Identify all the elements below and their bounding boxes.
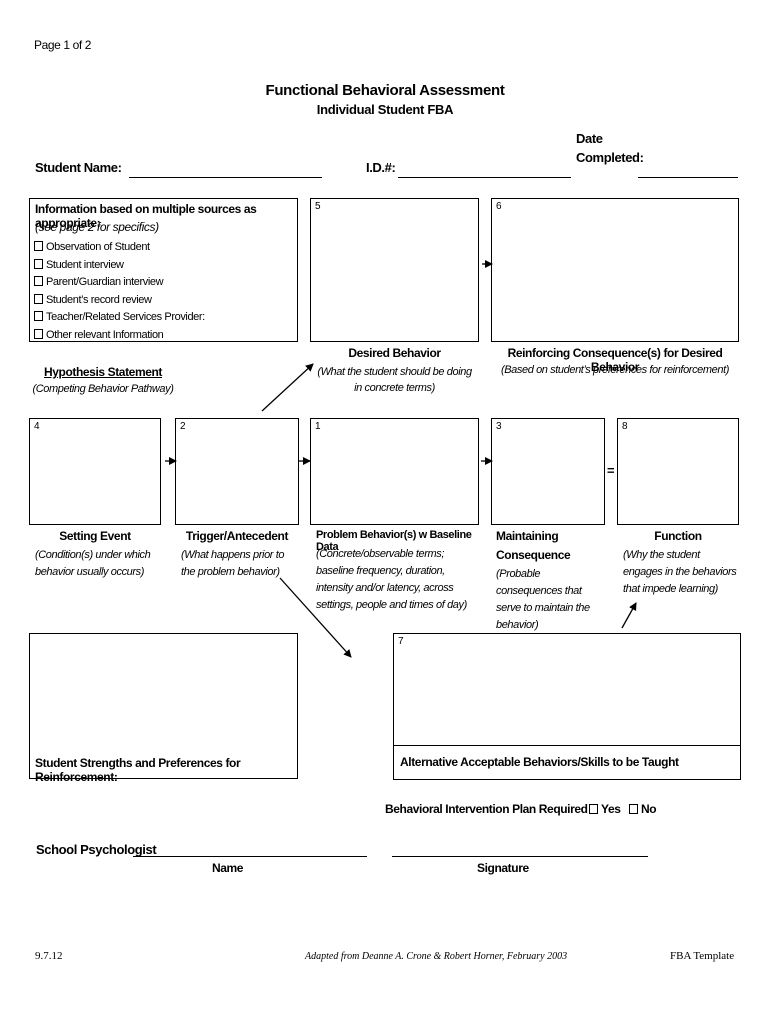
checklist-item[interactable]: Parent/Guardian interview	[34, 274, 205, 292]
checkbox[interactable]	[34, 293, 43, 304]
name-caption: Name	[212, 861, 244, 875]
reinforcing-title: Reinforcing Consequence(s) for Desired B…	[507, 346, 723, 374]
bip-label: Behavioral Intervention Plan Required	[385, 802, 588, 816]
no-label: No	[641, 802, 657, 816]
box-number: 5	[315, 201, 321, 212]
info-note: (see page 2 for specifics)	[35, 220, 159, 234]
signature-caption: Signature	[477, 861, 529, 875]
checkbox[interactable]	[34, 258, 43, 269]
bip-no-option[interactable]: No	[629, 802, 657, 816]
box-8-function[interactable]: 8	[617, 418, 739, 525]
date-label-line2: Completed:	[576, 150, 644, 165]
footer-template: FBA Template	[670, 950, 735, 962]
function-note: (Why the student engages in the behavior…	[623, 549, 737, 595]
box-number: 3	[496, 421, 502, 432]
box-number: 4	[34, 421, 40, 432]
yes-label: Yes	[601, 802, 621, 816]
arrow-to-desired	[261, 363, 314, 412]
form-subtitle: Individual Student FBA	[316, 102, 454, 117]
box-number: 6	[496, 201, 502, 212]
strengths-label: Student Strengths and Preferences for Re…	[35, 756, 241, 784]
footer-date: 9.7.12	[35, 950, 63, 962]
checklist-item[interactable]: Student’s record review	[34, 292, 205, 310]
maintaining-title-line2: Consequence	[496, 548, 571, 562]
hypothesis-note: (Competing Behavior Pathway)	[32, 383, 174, 395]
checklist-item[interactable]: Other relevant Information	[34, 327, 205, 345]
box-number: 7	[398, 636, 404, 647]
hypothesis-title: Hypothesis Statement	[43, 365, 163, 379]
box-1-problem-behavior[interactable]: 1	[310, 418, 479, 525]
checklist-item[interactable]: Observation of Student	[34, 239, 205, 257]
box-number: 2	[180, 421, 186, 432]
desired-behavior-note: (What the student should be doing in con…	[317, 366, 472, 394]
checklist-item[interactable]: Student interview	[34, 257, 205, 275]
setting-event-title: Setting Event	[59, 529, 131, 543]
psychologist-signature-field[interactable]	[392, 856, 648, 857]
checkbox[interactable]	[34, 276, 43, 286]
student-name-label: Student Name:	[35, 160, 122, 175]
box-2-trigger[interactable]: 2	[175, 418, 299, 525]
id-label: I.D.#:	[366, 160, 396, 175]
date-field[interactable]	[638, 177, 738, 178]
setting-event-note: (Condition(s) under which behavior usual…	[35, 549, 151, 578]
student-name-field[interactable]	[129, 177, 322, 178]
box-5-desired-behavior[interactable]: 5	[310, 198, 479, 342]
checkbox[interactable]	[34, 311, 43, 321]
info-checklist: Observation of Student Student interview…	[34, 239, 205, 344]
arrow-function-up	[621, 602, 637, 629]
equals-sign: =	[607, 463, 615, 478]
strengths-preferences-box[interactable]: Student Strengths and Preferences for Re…	[29, 633, 298, 784]
maintaining-title-line1: Maintaining	[496, 529, 559, 543]
info-heading: Information based on multiple sources as…	[35, 202, 257, 230]
psychologist-name-field[interactable]	[133, 856, 367, 857]
date-label-line1: Date	[576, 131, 603, 146]
problem-behavior-note: (Concrete/observable terms; baseline fre…	[316, 548, 467, 611]
checkbox[interactable]	[34, 328, 43, 339]
function-title: Function	[654, 529, 702, 543]
bip-yes-option[interactable]: Yes	[589, 802, 621, 816]
psychologist-label: School Psychologist	[36, 842, 157, 857]
footer-credit: Adapted from Deanne A. Crone & Robert Ho…	[305, 951, 568, 962]
desired-behavior-title: Desired Behavior	[348, 346, 441, 360]
form-title: Functional Behavioral Assessment	[265, 82, 505, 99]
arrow-to-alternative	[279, 577, 352, 658]
box-number: 8	[622, 421, 628, 432]
checklist-item[interactable]: Teacher/Related Services Provider:	[34, 309, 205, 327]
maintaining-note: (Probable consequences that serve to mai…	[496, 568, 590, 631]
no-checkbox[interactable]	[629, 804, 638, 814]
box-number: 1	[315, 421, 321, 432]
information-sources-box: Information based on multiple sources as…	[29, 198, 298, 342]
box-3-maintaining-consequence[interactable]: 3	[491, 418, 605, 525]
reinforcing-note: (Based on student’s preferences for rein…	[500, 364, 730, 376]
trigger-title: Trigger/Antecedent	[185, 529, 289, 543]
page-label: Page 1 of 2	[34, 38, 91, 52]
alternative-label: Alternative Acceptable Behaviors/Skills …	[400, 755, 679, 769]
trigger-note: (What happens prior to the problem behav…	[181, 549, 285, 578]
box-6-reinforcing-consequence[interactable]: 6	[491, 198, 739, 342]
box-4-setting-event[interactable]: 4	[29, 418, 161, 525]
problem-behavior-title: Problem Behavior(s) w Baseline Data	[316, 529, 472, 553]
alternative-label-box: Alternative Acceptable Behaviors/Skills …	[393, 745, 741, 780]
id-field[interactable]	[398, 177, 571, 178]
checkbox[interactable]	[34, 241, 43, 251]
yes-checkbox[interactable]	[589, 804, 598, 814]
